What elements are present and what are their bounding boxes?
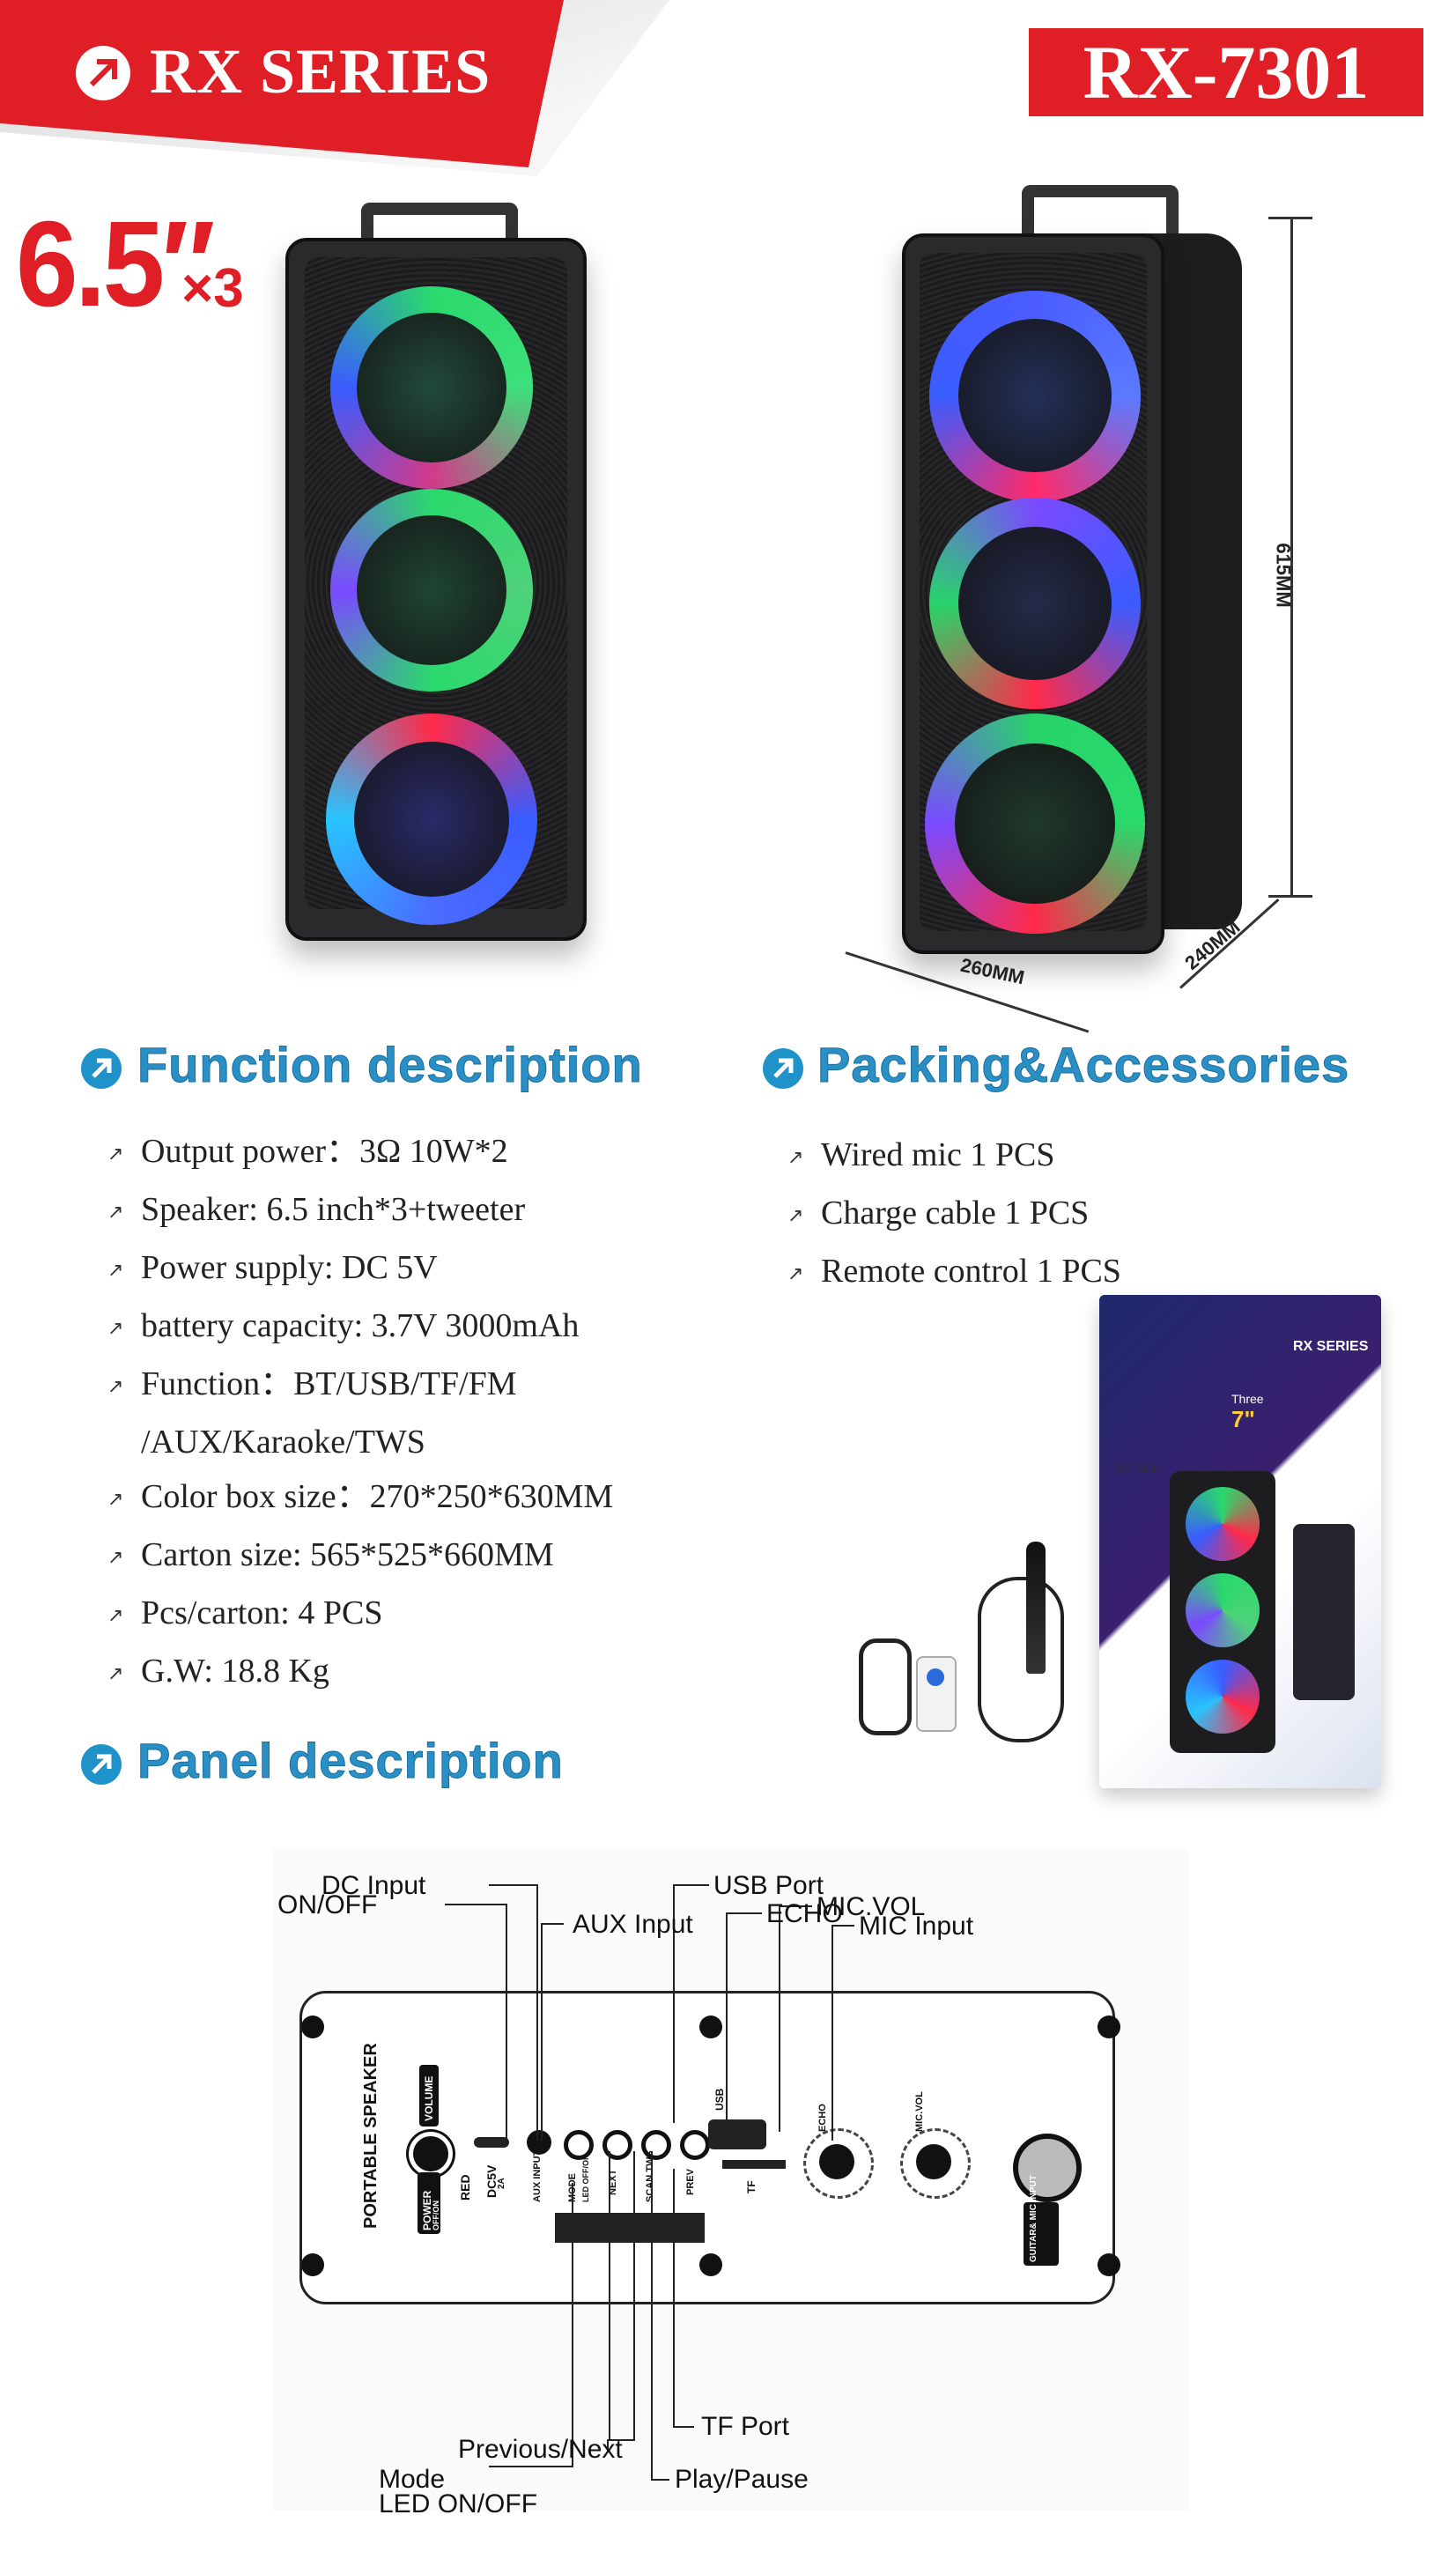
box-tag: Three [1231,1392,1264,1406]
packing-item: ↗Remote control 1 PCS [787,1244,1404,1302]
usb-port-callout: USB Port [713,1871,824,1900]
function-item: ↗Carton size: 565*525*660MM [107,1527,742,1586]
arrow-icon: ↗ [107,1260,124,1282]
micvol-knob[interactable] [916,2144,951,2179]
mic-image [1026,1542,1046,1674]
color-box-image: RX SERIES Three 7" RX-7301 [1099,1295,1381,1788]
dc-input-callout: DC Input [322,1871,426,1900]
screw-hole [301,2253,324,2276]
function-item: ↗Color box size：270*250*630MM [107,1469,742,1527]
arrow-icon: ↗ [787,1263,804,1285]
echo-callout: ECHO [766,1899,843,1928]
height-dim-bottom [1268,895,1312,898]
on-off-callout: ON/OFF [277,1890,378,1919]
packing-title: Packing&Accessories [817,1037,1350,1093]
panel-title: Panel description [137,1733,564,1789]
model-badge [1029,28,1423,116]
arrow-icon: ↗ [107,1547,124,1569]
micvol-dial [900,2128,971,2199]
volume-badge [419,2065,439,2127]
mic-cable-image [978,1577,1064,1742]
arrow-icon: ↗ [107,1489,124,1511]
series-title: RX SERIES [150,36,491,107]
packing-item: ↗Wired mic 1 PCS [787,1128,1404,1186]
aux-jack[interactable] [527,2130,551,2155]
arrow-icon: ↗ [107,1605,124,1627]
box-model: RX-7301 [1115,1462,1157,1475]
cable-image [859,1638,912,1735]
arrow-icon: ↗ [787,1147,804,1169]
panel-arrow-icon [81,1744,122,1785]
screw-hole [699,2253,722,2276]
function-item: ↗G.W: 18.8 Kg [107,1644,742,1702]
speaker-count: ×3 [181,258,244,319]
height-label: 615MM [1272,543,1295,608]
packing-arrow-icon [763,1048,803,1089]
mic-input-callout: MIC Input [859,1912,974,1941]
leader-lines [445,1884,854,2481]
dc-port[interactable] [474,2137,509,2148]
power-badge [418,2172,440,2234]
arrow-icon: ↗ [107,1376,124,1398]
function-item: ↗battery capacity: 3.7V 3000mAh [107,1298,742,1357]
screw-hole [301,2016,324,2038]
mic-input-jack[interactable] [1013,2134,1082,2202]
screw-hole [1098,2016,1120,2038]
arrow-icon: ↗ [107,1202,124,1224]
function-arrow-icon [81,1048,122,1089]
front-speaker-image [282,203,599,969]
play-pause-callout: Play/Pause [675,2465,809,2494]
arrow-icon: ↗ [107,1143,124,1165]
function-item: ↗Pcs/carton: 4 PCS [107,1586,742,1644]
arrow-icon: ↗ [787,1205,804,1227]
angled-speaker-image [890,185,1260,960]
screw-hole [1098,2253,1120,2276]
arrow-icon: ↗ [107,1318,124,1340]
arrow-icon [76,46,130,100]
function-item: ↗Power supply: DC 5V [107,1240,742,1298]
scan-button[interactable] [641,2130,671,2160]
box-tag-size: 7" [1231,1406,1255,1432]
mode-button[interactable] [564,2130,594,2160]
mode-callout: Mode [379,2465,446,2494]
panel-diagram: PORTABLE SPEAKER VOLUME POWER OFF/ON RED… [273,1850,1189,2519]
height-dim-line [1290,217,1293,895]
packing-item: ↗Charge cable 1 PCS [787,1186,1404,1244]
guitar-badge [1024,2202,1059,2266]
tf-port-callout: TF Port [701,2412,790,2441]
function-item: ↗Speaker: 6.5 inch*3+tweeter [107,1182,742,1240]
function-item-continuation: /AUX/Karaoke/TWS [141,1424,425,1461]
prev-button[interactable] [680,2130,710,2160]
model-number: RX-7301 [1083,30,1370,115]
remote-image [916,1656,957,1732]
mic-vol-callout: MIC.VOL [817,1892,926,1921]
arrow-icon: ↗ [107,1663,124,1685]
speaker-size: 6.5″ [16,196,215,332]
aux-input-callout: AUX Input [573,1910,693,1939]
function-title: Function description [137,1037,643,1093]
volume-knob[interactable] [409,2132,453,2176]
echo-knob[interactable] [819,2144,854,2179]
function-list: ↗Output power：3Ω 10W*2 ↗Speaker: 6.5 inc… [107,1124,742,1702]
packing-list: ↗Wired mic 1 PCS ↗Charge cable 1 PCS ↗Re… [787,1128,1404,1302]
tf-slot[interactable] [722,2160,786,2169]
prev-next-callout: Previous/Next [458,2435,623,2464]
display-strip [555,2213,705,2243]
usb-port[interactable] [708,2119,766,2149]
function-item: ↗Output power：3Ω 10W*2 [107,1124,742,1182]
echo-dial [803,2128,874,2199]
screw-hole [699,2016,722,2038]
function-item: ↗Function：BT/USB/TF/FM [107,1357,742,1415]
box-brand: RX SERIES [1293,1339,1369,1354]
led-callout: LED ON/OFF [379,2489,538,2519]
next-button[interactable] [602,2130,632,2160]
